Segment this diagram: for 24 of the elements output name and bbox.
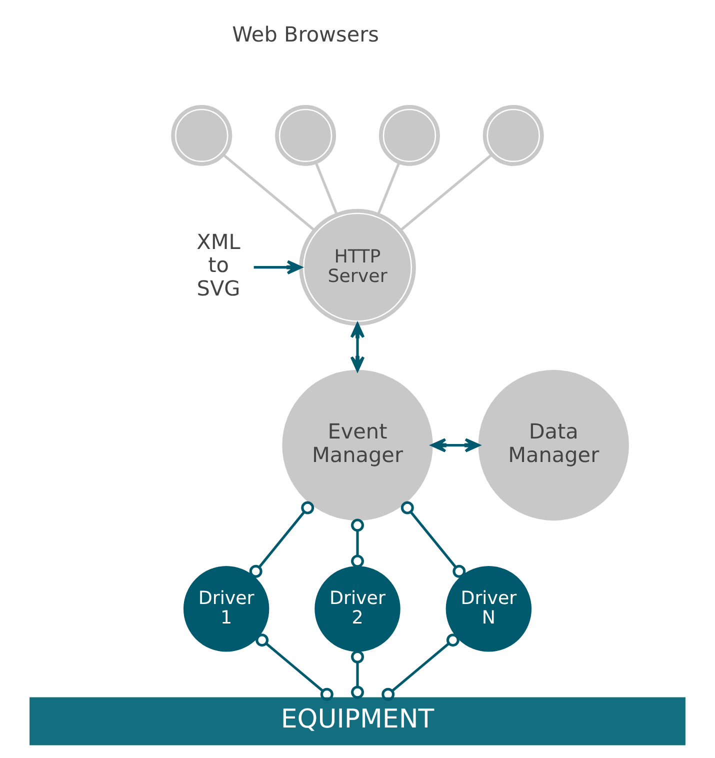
node-circle (378, 104, 440, 166)
node-circle: Event Manager (282, 370, 433, 521)
arrow (254, 260, 302, 274)
node-circle (482, 104, 544, 166)
connector (256, 634, 334, 701)
node-circle: Data Manager (478, 370, 629, 521)
connector (351, 650, 364, 699)
connector (314, 162, 338, 215)
node-circle: Driver 2 (314, 566, 400, 652)
node-text: XML to SVG (196, 230, 240, 301)
connector (400, 154, 493, 232)
node-circle (275, 104, 336, 166)
arrow (430, 438, 480, 452)
connector (382, 634, 460, 701)
connector (222, 154, 316, 232)
label: Web Browsers (232, 22, 379, 47)
node-box: EQUIPMENT (30, 697, 686, 746)
node-circle (171, 104, 232, 166)
arrow (350, 322, 365, 372)
connector (351, 518, 364, 568)
connector (377, 162, 400, 215)
connector (400, 501, 466, 578)
connector (249, 501, 314, 578)
node-circle: HTTP Server (299, 208, 416, 326)
